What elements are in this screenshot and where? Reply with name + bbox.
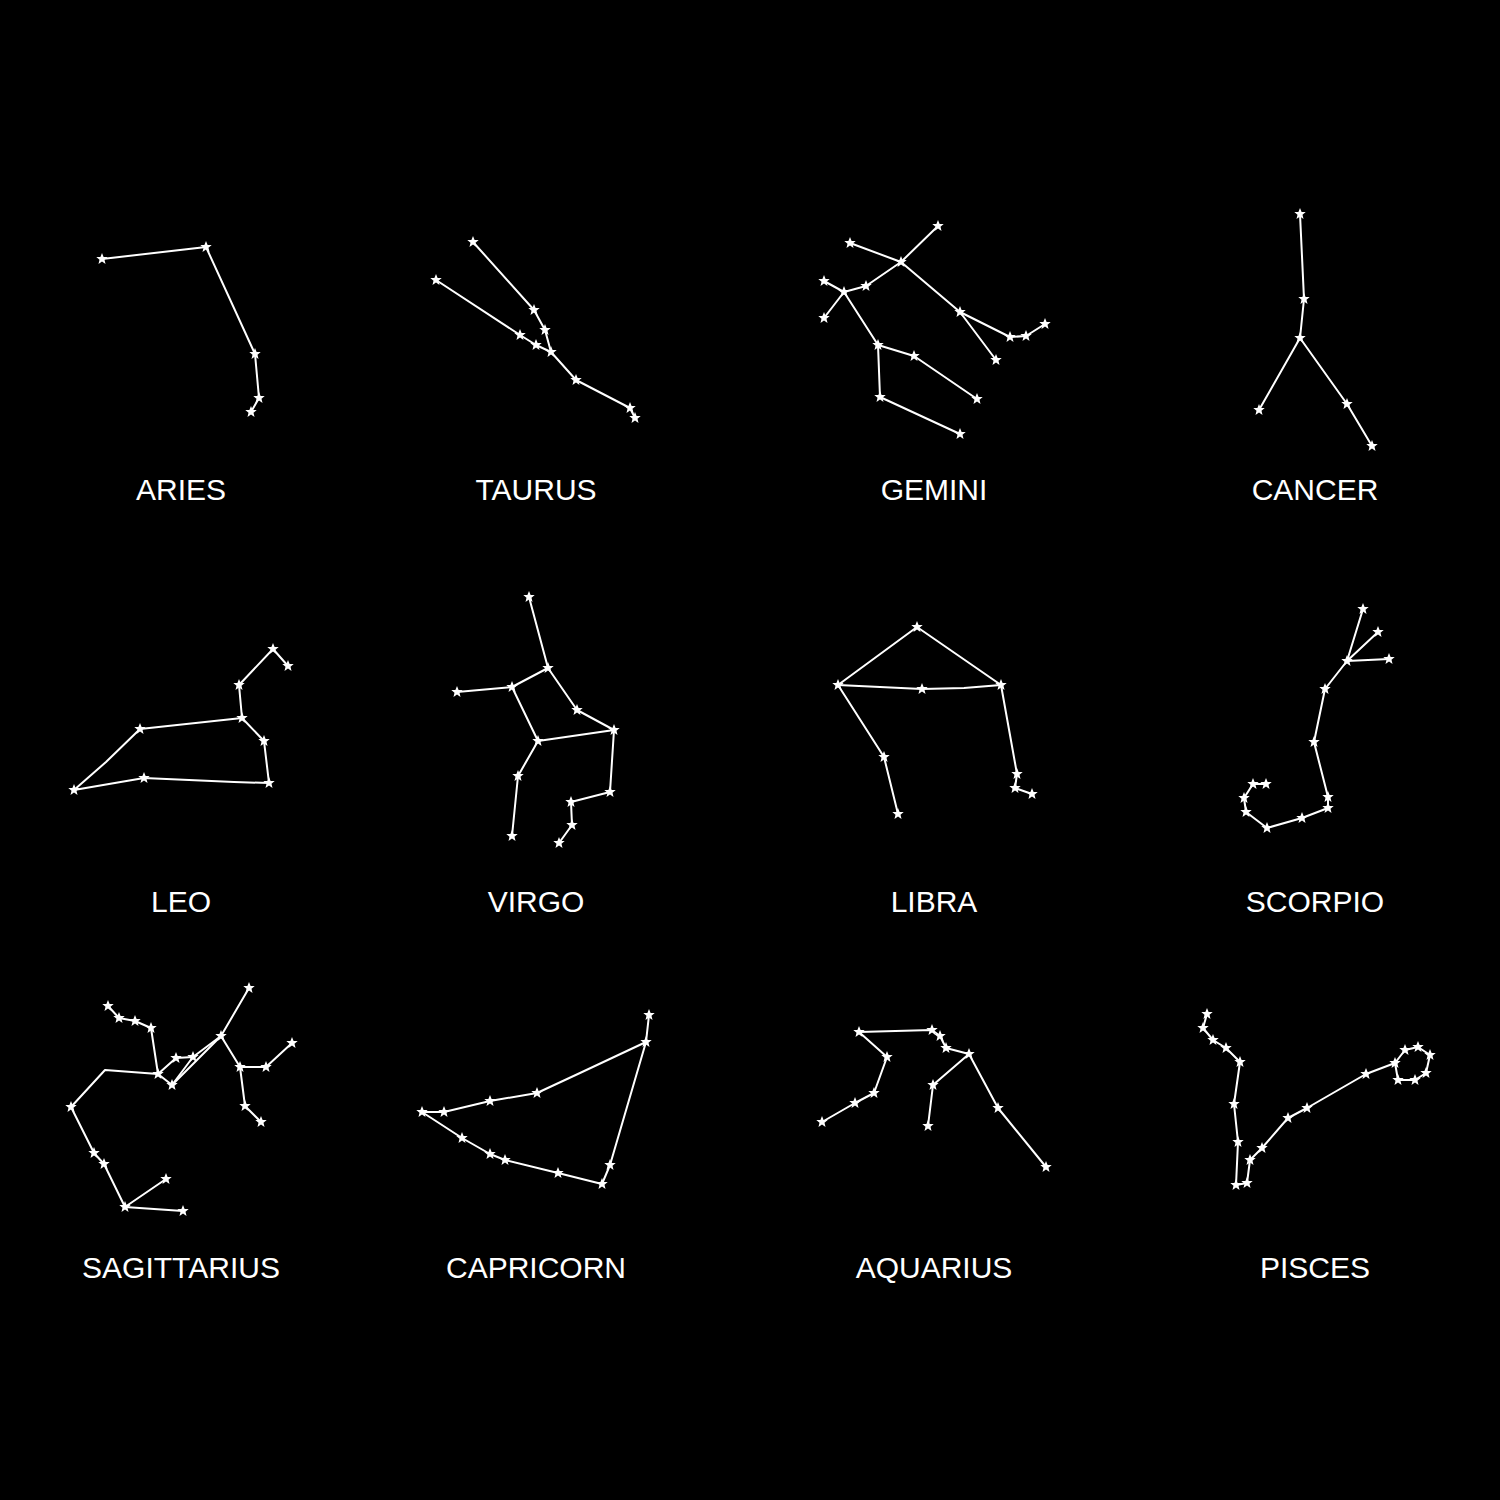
aquarius-constellation	[822, 1030, 1046, 1167]
sign-label: TAURUS	[475, 472, 596, 508]
scorpio-constellation	[1244, 609, 1389, 828]
leo-constellation	[74, 649, 288, 790]
sign-label: VIRGO	[488, 884, 585, 920]
taurus-constellation	[436, 242, 635, 418]
stars	[65, 208, 1435, 1216]
aries-constellation	[102, 247, 259, 412]
sign-label: CAPRICORN	[446, 1250, 626, 1286]
pisces-constellation	[1203, 1014, 1430, 1185]
virgo-constellation	[457, 597, 614, 843]
sign-label: CANCER	[1252, 472, 1379, 508]
sagittarius-constellation	[71, 988, 292, 1211]
sign-label: ARIES	[136, 472, 226, 508]
sign-label: PISCES	[1260, 1250, 1370, 1286]
capricorn-constellation	[422, 1015, 649, 1184]
sign-label: LIBRA	[891, 884, 978, 920]
gemini-constellation	[824, 226, 1045, 434]
sign-label: GEMINI	[881, 472, 988, 508]
libra-constellation	[838, 627, 1032, 814]
sign-label: SCORPIO	[1246, 884, 1384, 920]
sign-label: SAGITTARIUS	[82, 1250, 280, 1286]
sign-label: AQUARIUS	[856, 1250, 1013, 1286]
sign-label: LEO	[151, 884, 211, 920]
cancer-constellation	[1259, 214, 1372, 446]
